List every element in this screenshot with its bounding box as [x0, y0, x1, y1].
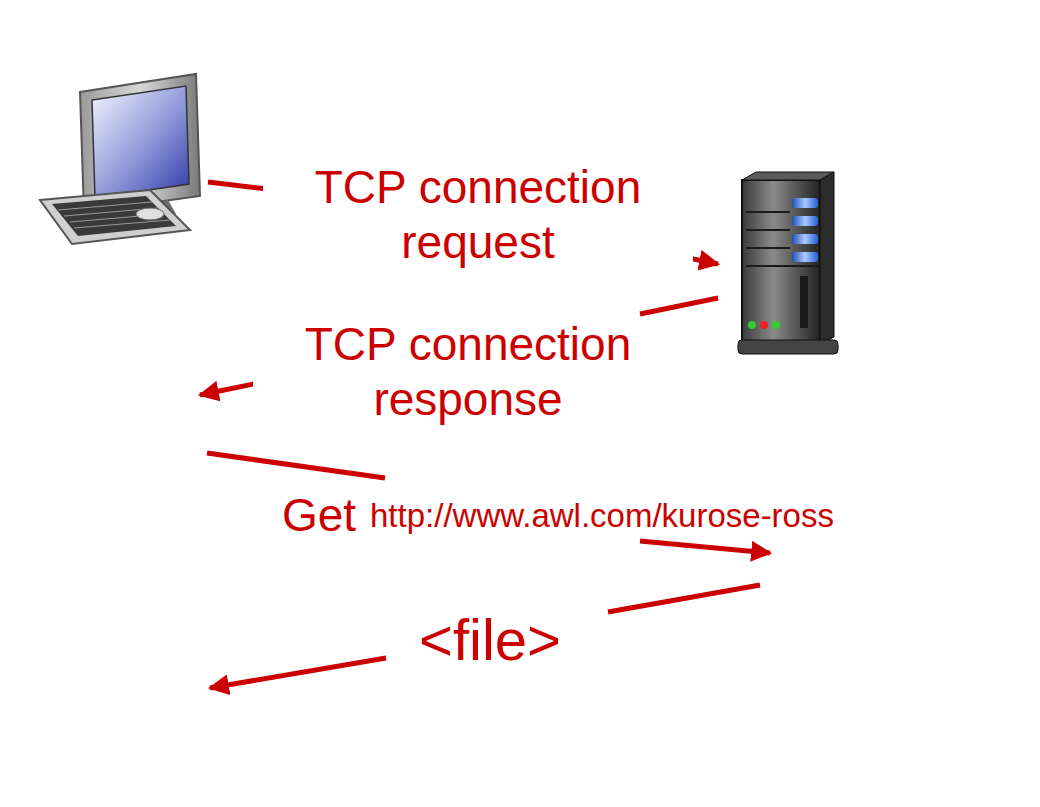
- computer-icon: [40, 74, 200, 244]
- message-label: TCP connection response: [253, 317, 683, 427]
- arrow-tail: [207, 453, 385, 478]
- arrow-tail: [608, 585, 760, 612]
- server-icon: [738, 172, 838, 354]
- arrow-head: [640, 541, 770, 553]
- arrow-tail: [640, 298, 718, 314]
- arrow-head: [210, 658, 386, 688]
- message-label: http://www.awl.com/kurose-ross: [366, 496, 838, 536]
- message-label: Get: [278, 488, 360, 542]
- message-label: TCP connection request: [263, 160, 693, 270]
- message-label: <file>: [415, 605, 565, 675]
